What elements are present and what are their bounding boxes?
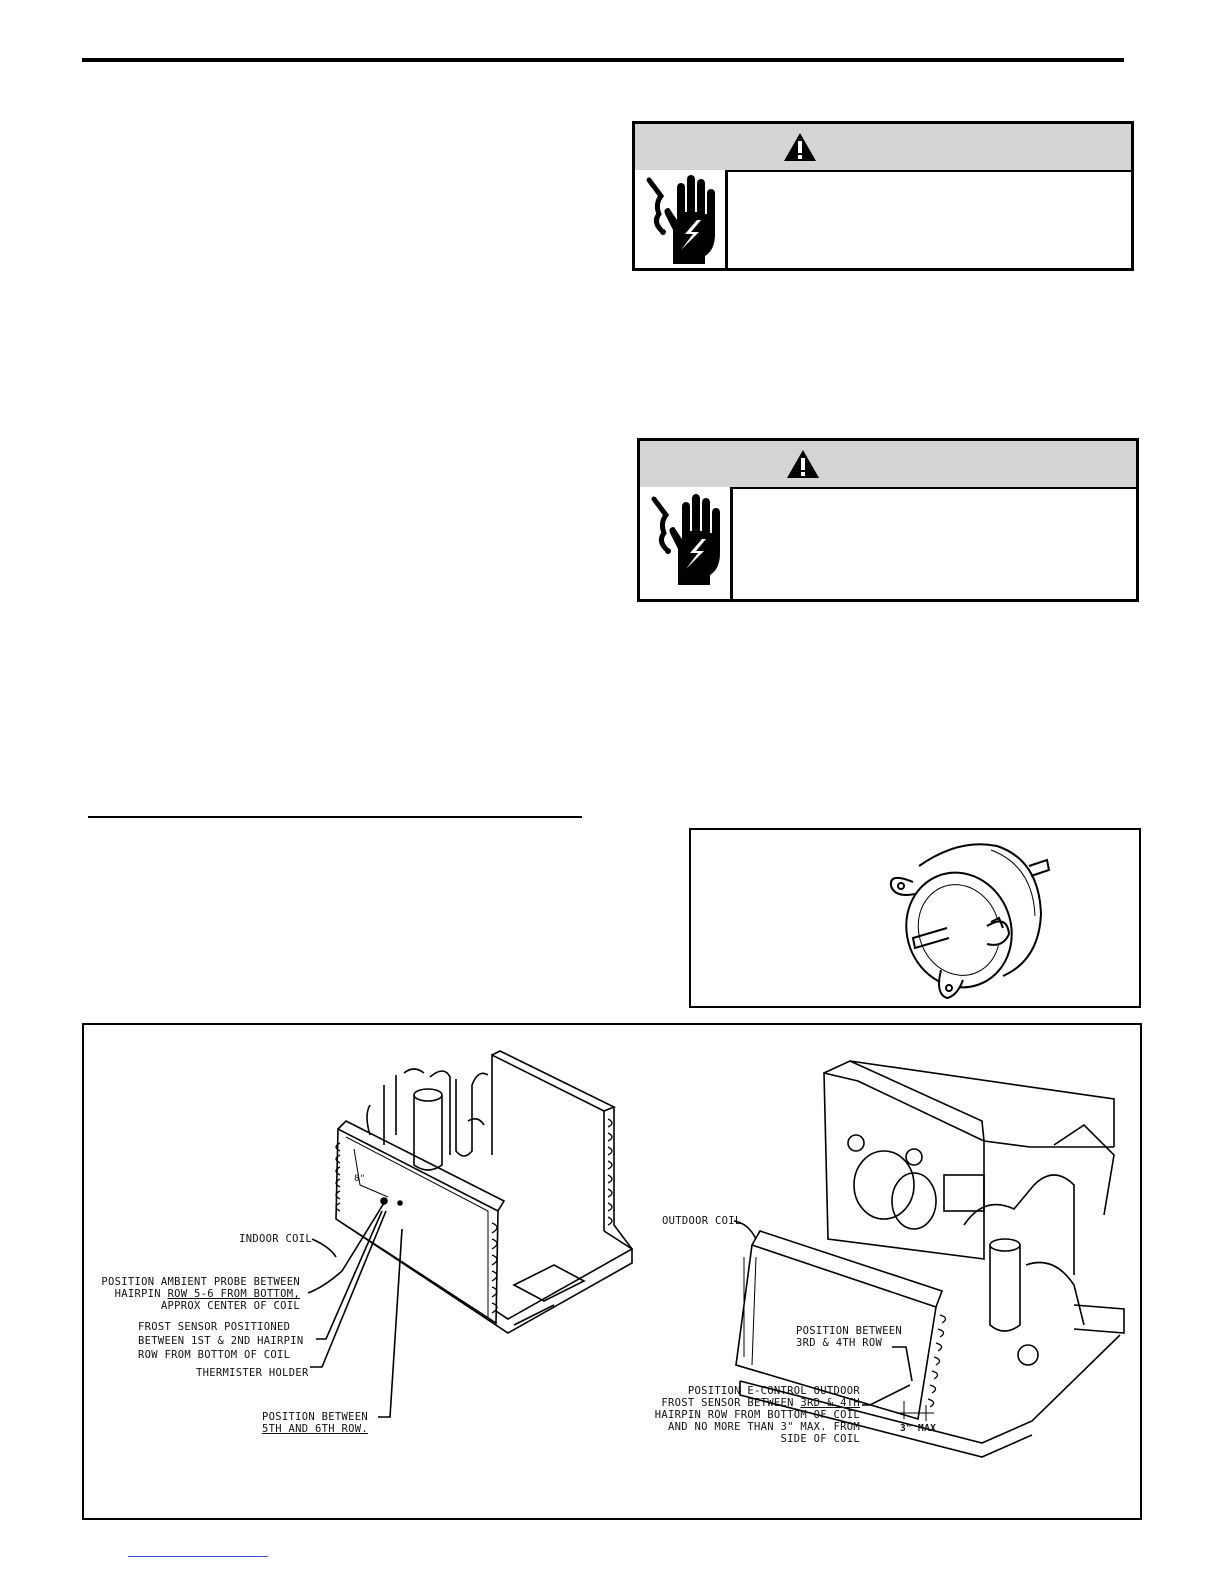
econtrol-label-line4: AND NO MORE THAN 3" MAX. FROM (667, 1421, 860, 1433)
econtrol-label-line2-underlined: 3RD & 4TH (800, 1397, 860, 1409)
position-5th-6th-label-line1: POSITION BETWEEN (262, 1411, 368, 1423)
fan-motor-figure (689, 828, 1141, 1008)
sensor-placement-figure: INDOOR COIL POSITION AMBIENT PROBE BETWE… (82, 1023, 1142, 1520)
ambient-probe-label-line3: APPROX CENTER OF COIL (160, 1300, 300, 1312)
indoor-outdoor-unit-illustrations (307, 1050, 1125, 1458)
ambient-probe-label-line2: HAIRPIN ROW 5-6 FROM BOTTOM, (92, 1288, 300, 1300)
frost-sensor-label-line2: BETWEEN 1ST & 2ND HAIRPIN (138, 1335, 304, 1347)
position-3rd-4th-label-line1: POSITION BETWEEN (796, 1325, 902, 1337)
econtrol-label-line5: SIDE OF COIL (780, 1433, 860, 1445)
econtrol-label-line2-prefix: FROST SENSOR BETWEEN (661, 1397, 801, 1409)
ambient-probe-label-line2-underlined: ROW 5-6 FROM BOTTOM, (167, 1288, 300, 1300)
outdoor-coil-label: OUTDOOR COIL (662, 1215, 742, 1227)
electrical-shock-icon-cell (640, 487, 733, 599)
warning-header (640, 441, 1136, 489)
frost-sensor-label-line3: ROW FROM BOTTOM OF COIL (138, 1349, 291, 1361)
warning-triangle-icon (784, 133, 816, 161)
warning-header (635, 124, 1131, 172)
econtrol-label-line3: HAIRPIN ROW FROM BOTTOM OF COIL (654, 1409, 860, 1421)
position-3rd-4th-label-line2: 3RD & 4TH ROW (796, 1337, 883, 1349)
frost-sensor-label-line1: FROST SENSOR POSITIONED (138, 1321, 291, 1333)
warning-box-1 (632, 121, 1134, 271)
thermister-holder-label: THERMISTER HOLDER (196, 1367, 309, 1379)
indoor-coil-label: INDOOR COIL (239, 1233, 312, 1245)
dimension-3-inch-max-label: 3" MAX (900, 1423, 937, 1434)
fan-motor-illustration (889, 843, 1051, 1000)
ambient-probe-label-line1: POSITION AMBIENT PROBE BETWEEN (101, 1276, 300, 1288)
electrical-shock-hand-icon (646, 175, 715, 264)
warning-box-2 (637, 438, 1139, 602)
section-underline (88, 816, 582, 818)
ambient-probe-label-line2-prefix: HAIRPIN (114, 1288, 168, 1300)
footer-link-underline[interactable] (128, 1556, 268, 1557)
position-5th-6th-label-line2: 5TH AND 6TH ROW. (262, 1423, 368, 1435)
econtrol-label-line1: POSITION E-CONTROL OUTDOOR (687, 1385, 860, 1397)
econtrol-label-line2: FROST SENSOR BETWEEN 3RD & 4TH (644, 1397, 860, 1409)
dimension-8-inch-label: 8" (354, 1174, 366, 1184)
warning-triangle-icon (787, 450, 819, 478)
header-rule (82, 58, 1124, 62)
electrical-shock-hand-icon (651, 494, 720, 585)
electrical-shock-icon-cell (635, 170, 728, 268)
